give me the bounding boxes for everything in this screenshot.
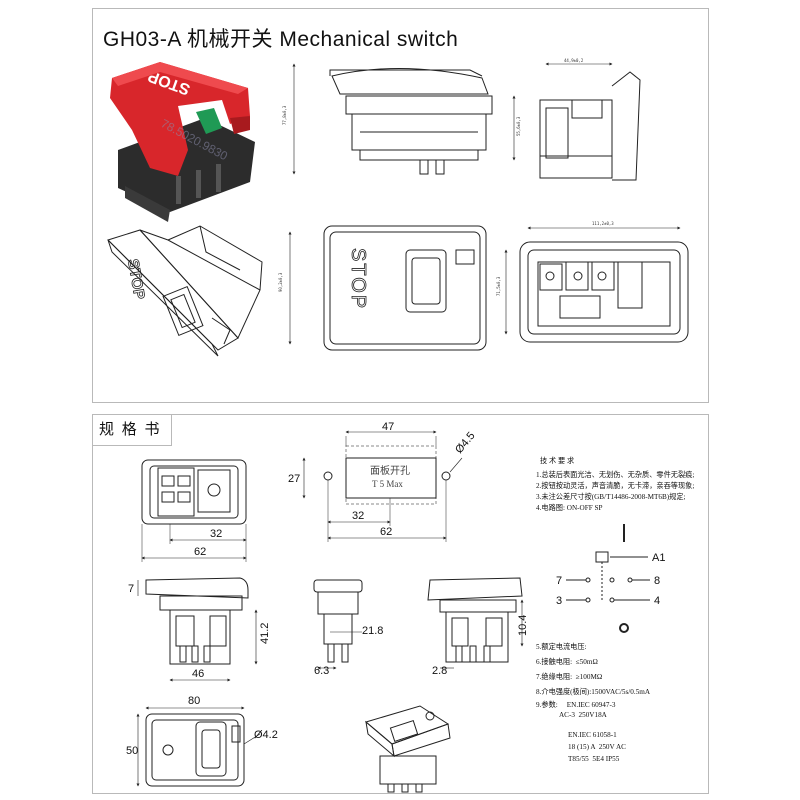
iso-line-drawing: STOP	[107, 225, 263, 357]
bottom-dim-50: 50	[126, 745, 138, 757]
side-dim-7: 7	[128, 583, 134, 595]
spec-iso-drawing	[364, 705, 451, 793]
spec-line-6: AC-3 250V18A	[536, 711, 607, 719]
panel-cutout	[302, 430, 463, 542]
std-line-1: EN.IEC 61058-1	[568, 731, 617, 739]
side-dim-41-2: 41.2	[259, 623, 271, 644]
cutout-dim-hole: Ø4.5	[453, 430, 478, 456]
bottom-dim-80: 80	[188, 695, 200, 707]
cutout-dim-47: 47	[382, 421, 394, 433]
dim-w1: 44,9±0,2	[564, 58, 584, 63]
cutout-dim-27: 27	[288, 473, 300, 485]
side-dim-46: 46	[192, 668, 204, 680]
spec-line-3: 7.绝缘电阻: ≥100MΩ	[536, 673, 603, 681]
circuit-8: 8	[654, 575, 660, 587]
notes-line-3: 3.未注公差尺寸按(GB/T14486-2008-MT6B)规定;	[536, 493, 686, 501]
dim-w2: 111,2±0,3	[592, 221, 614, 226]
cutout-label-2: T 5 Max	[372, 479, 403, 489]
cutout-dim-32: 32	[352, 510, 364, 522]
cutout-dim-62: 62	[380, 526, 392, 538]
circuit-a1: A1	[652, 552, 665, 564]
top-side-view	[292, 63, 516, 175]
spec-side-view-b	[313, 579, 363, 670]
std-line-2: 18 (15) A 250V AC	[568, 743, 626, 751]
dim-h2: 55,6±0,3	[516, 116, 521, 136]
spec-line-5: 9.参数: EN.IEC 60947-3	[536, 701, 616, 709]
front-dim-62: 62	[194, 546, 206, 558]
dim-h3: 90,2±0,3	[278, 272, 283, 292]
spec-line-4: 8.介电强度(极间):1500VAC/5s/0.5mA	[536, 688, 651, 696]
photo-red-switch: STOP 78.5020.9830	[110, 62, 255, 222]
spec-tab: 规 格 书	[93, 415, 172, 446]
top-panel: GH03-A 机械开关 Mechanical switch	[92, 8, 709, 403]
end-view	[539, 62, 641, 181]
circuit-4: 4	[654, 595, 660, 607]
bottom-dim-hole: Ø4.2	[254, 729, 278, 741]
notes-line-4: 4.电路图: ON-OFF SP	[536, 504, 603, 512]
circuit-7: 7	[556, 575, 562, 587]
top-stop-text: STOP	[347, 248, 369, 310]
side-dim-2-8: 2.8	[432, 665, 447, 677]
terminal-view	[504, 226, 689, 343]
spec-bottom-view	[136, 706, 261, 787]
std-line-3: T85/55 5E4 IP55	[568, 755, 620, 763]
spec-side-view-a	[137, 577, 258, 682]
spec-side-view-c	[427, 577, 524, 669]
spec-line-2: 6.接触电阻: ≤50mΩ	[536, 658, 598, 666]
spec-line-1: 5.额定电流电压:	[536, 643, 587, 651]
dim-h4: 71,5±0,3	[496, 276, 501, 296]
iso-stop-text: STOP	[124, 258, 148, 301]
stop-top-view: STOP	[288, 225, 487, 351]
notes-line-1: 1.总装后表面光洁、无划伤、无杂质、零件无裂痕;	[536, 471, 695, 479]
front-dim-32: 32	[210, 528, 222, 540]
dim-h1: 77,8±0,3	[282, 105, 287, 125]
spec-front-view	[141, 459, 247, 562]
page-title: GH03-A 机械开关 Mechanical switch	[103, 28, 459, 51]
notes-heading: 技 术 要 求	[540, 457, 575, 465]
side-dim-6-3: 6.3	[314, 665, 329, 677]
side-dim-10-4: 10.4	[517, 615, 529, 636]
notes-line-2: 2.按钮按动灵活，声音清脆，无卡滞，亲吞等现象;	[536, 482, 695, 490]
circuit-diagram	[566, 524, 650, 633]
cutout-label-1: 面板开孔	[370, 464, 410, 477]
circuit-3: 3	[556, 595, 562, 607]
side-dim-21-8: 21.8	[362, 625, 383, 637]
spec-panel: 规 格 书	[92, 414, 709, 794]
